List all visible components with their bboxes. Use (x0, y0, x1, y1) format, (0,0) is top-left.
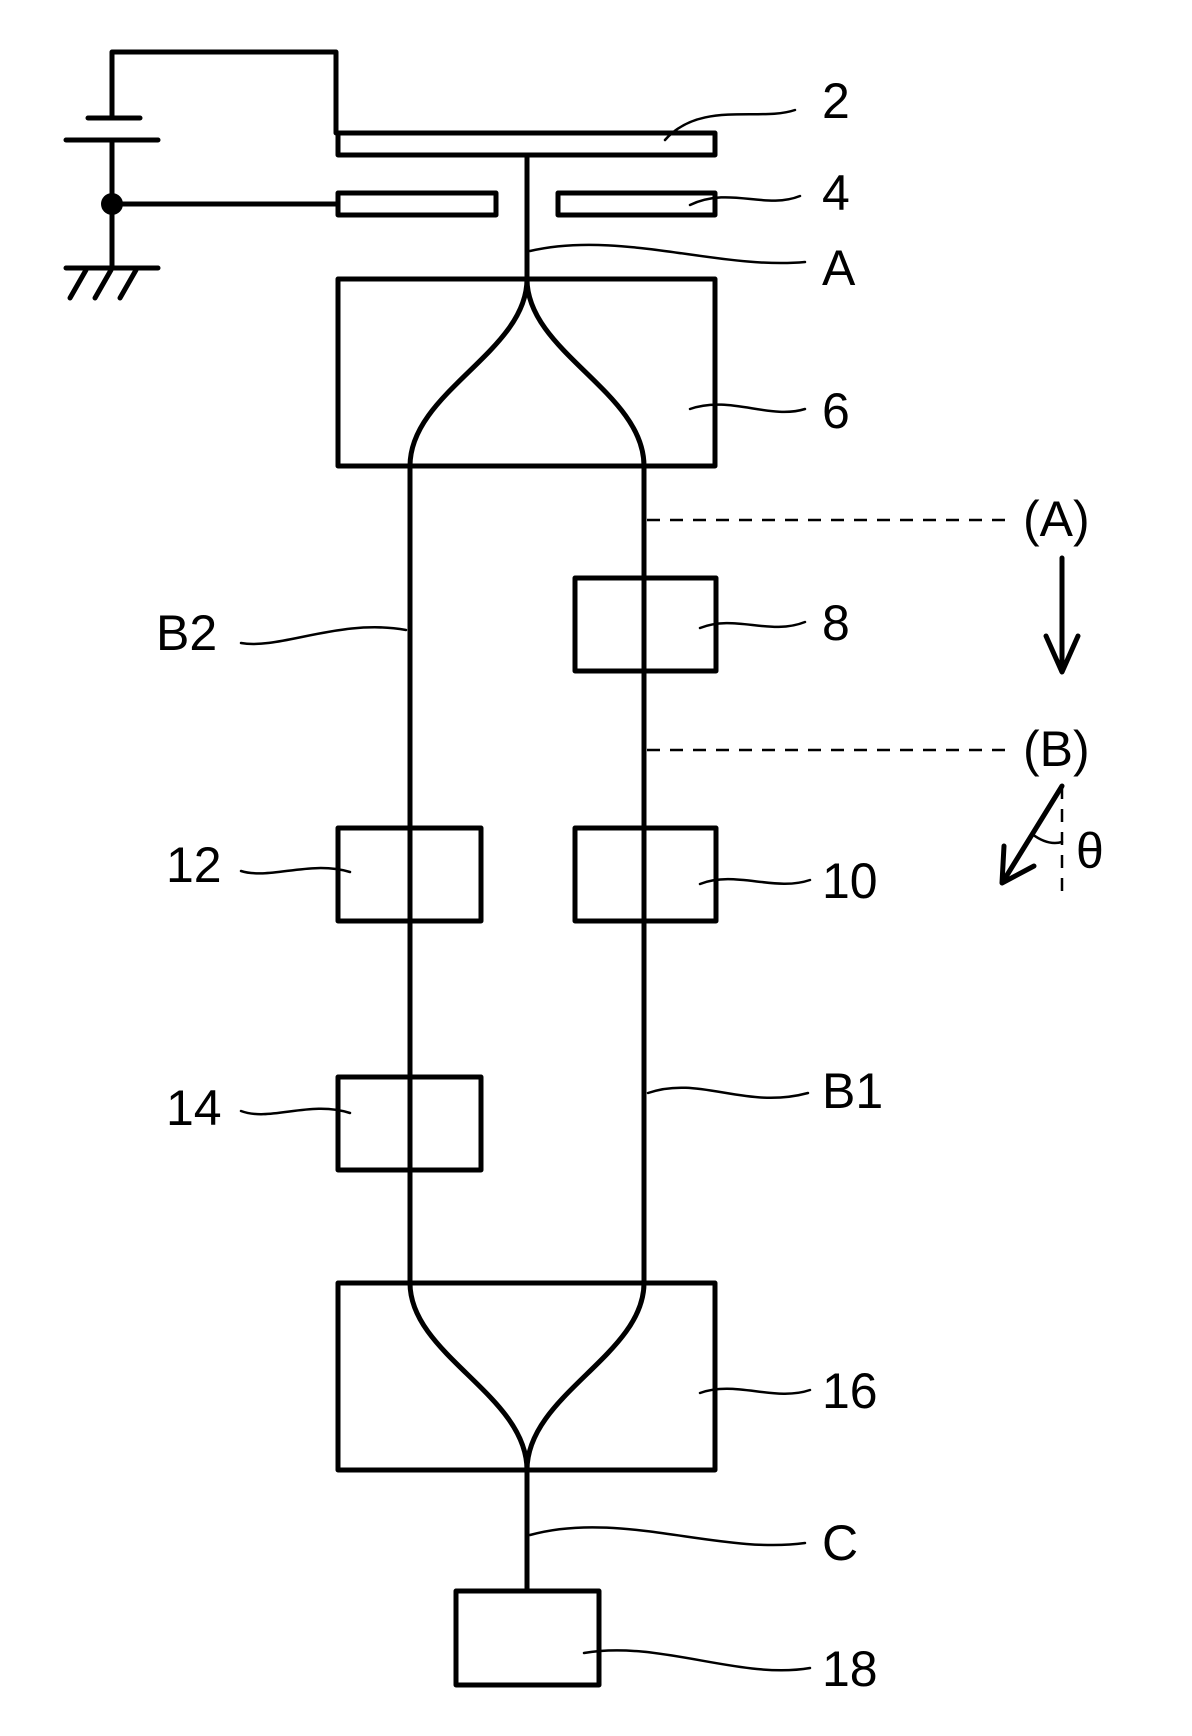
beam-combiner-16 (338, 1283, 715, 1470)
supply-wire-top (112, 52, 336, 133)
beam-A-split-right (527, 279, 644, 466)
label-4: 4 (822, 165, 850, 221)
power-circuit (66, 52, 338, 298)
reference-labels: 2 4 A 6 (A) 8 B2 (B) θ 12 10 14 B1 16 C … (156, 73, 1104, 1697)
label-14: 14 (166, 1080, 222, 1136)
label-position-B: (B) (1023, 721, 1090, 777)
leader-B1 (648, 1088, 808, 1098)
beam-combine-right (527, 1283, 644, 1470)
label-B1: B1 (822, 1063, 883, 1119)
direction-arrow-down (1046, 558, 1078, 672)
label-2: 2 (822, 73, 850, 129)
detector-18 (456, 1591, 599, 1685)
beam-combine-left (410, 1283, 527, 1470)
leader-12 (241, 868, 350, 873)
angle-arc (1032, 834, 1062, 843)
leader-lines (241, 110, 810, 1670)
junction-dot (101, 193, 123, 215)
beam-paths (410, 155, 644, 1591)
leader-B2 (241, 627, 406, 644)
label-C: C (822, 1515, 858, 1571)
leader-14 (241, 1109, 350, 1114)
electrode-4-left (338, 193, 496, 215)
leader-A (530, 245, 805, 263)
label-18: 18 (822, 1641, 878, 1697)
label-position-A: (A) (1023, 491, 1090, 547)
label-theta: θ (1076, 823, 1104, 879)
beam-A (410, 155, 527, 466)
direction-arrow-angled (1002, 786, 1062, 900)
label-16: 16 (822, 1363, 878, 1419)
label-8: 8 (822, 595, 850, 651)
leader-4 (690, 196, 800, 205)
ground-hatch-1 (70, 270, 86, 298)
leader-6 (690, 405, 805, 412)
leader-18 (584, 1650, 810, 1670)
label-6: 6 (822, 383, 850, 439)
label-12: 12 (166, 837, 222, 893)
beam-splitter-6 (338, 279, 715, 466)
ground-hatch-2 (95, 270, 111, 298)
ground-hatch-3 (120, 270, 136, 298)
leader-C (530, 1527, 805, 1545)
label-A: A (822, 240, 856, 296)
emitter-plate-2 (338, 133, 715, 155)
label-B2: B2 (156, 605, 217, 661)
label-10: 10 (822, 853, 878, 909)
